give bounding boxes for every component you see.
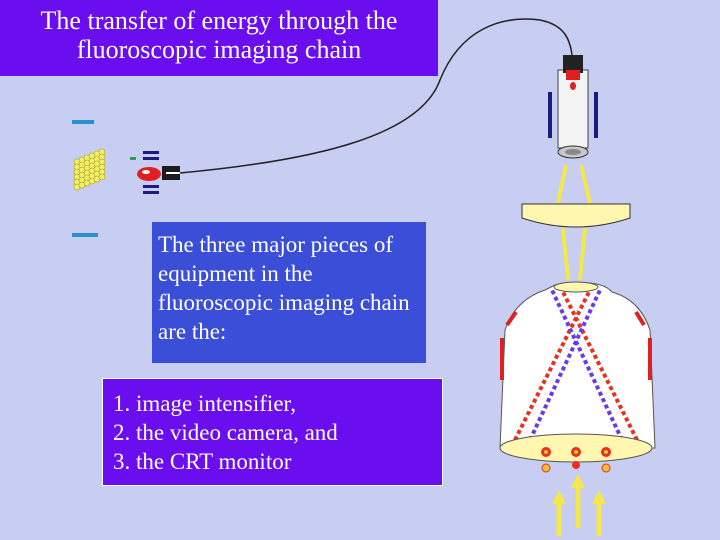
light-paths	[556, 164, 592, 281]
xray-arrow-head	[552, 490, 566, 504]
camera-tube	[557, 69, 589, 149]
crt-monitor	[72, 120, 180, 237]
emission-burst	[541, 463, 551, 473]
crt-deflection-top-1	[143, 151, 159, 154]
crt-small-marker	[130, 157, 136, 160]
intensifier-housing	[499, 282, 656, 449]
list-item-crt-monitor: 3. the CRT monitor	[113, 449, 292, 474]
light-ray-1	[556, 164, 568, 204]
xray-arrows	[552, 474, 606, 536]
emission-core	[604, 450, 608, 454]
emission-core	[574, 450, 578, 454]
camera-coil-left	[548, 92, 552, 138]
focus-electrode-1	[505, 310, 518, 327]
video-camera	[548, 55, 598, 159]
crt-phosphor-dots	[73, 148, 106, 191]
emission-burst	[601, 463, 611, 473]
info-text-box: The three major pieces of equipment in t…	[152, 222, 426, 363]
focus-electrode-3	[634, 310, 646, 327]
optical-lens	[521, 203, 631, 228]
emission-burst	[572, 461, 580, 469]
phosphor-dot	[98, 173, 106, 181]
crt-deflection-bottom-1	[143, 185, 159, 188]
crt-gun-base-slot	[166, 172, 180, 174]
signal-cable	[179, 18, 573, 174]
crt-deflection-top-2	[143, 157, 159, 160]
camera-gun-top	[563, 55, 583, 73]
emission-core	[544, 450, 548, 454]
light-ray-4	[578, 227, 587, 281]
camera-coil-right	[594, 92, 598, 138]
camera-gun-tip	[570, 82, 576, 90]
equipment-list: 1. image intensifier, 2. the video camer…	[102, 378, 443, 486]
camera-gun-red	[566, 70, 580, 80]
light-ray-3	[561, 227, 570, 281]
title-line-1: The transfer of energy through the	[40, 6, 398, 35]
crt-plate-bottom	[72, 233, 98, 237]
list-item-video-camera: 2. the video camera, and	[113, 420, 338, 445]
output-phosphor	[553, 281, 599, 293]
list-item-image-intensifier: 1. image intensifier,	[113, 391, 297, 416]
camera-target-inner	[565, 149, 581, 155]
title-line-2: fluoroscopic imaging chain	[76, 35, 362, 64]
xray-arrow-head	[592, 490, 606, 504]
light-ray-2	[579, 164, 592, 204]
crt-plate-top	[72, 120, 94, 124]
crt-electron-gun	[137, 167, 161, 181]
slide-title: The transfer of energy through the fluor…	[0, 0, 438, 76]
xray-arrow-head	[571, 474, 585, 488]
crt-deflection-bottom-2	[143, 191, 159, 194]
info-text: The three major pieces of equipment in t…	[158, 232, 410, 344]
photoelectron-emissions	[541, 447, 611, 473]
image-intensifier	[499, 281, 656, 473]
crt-gun-highlight	[142, 170, 150, 174]
